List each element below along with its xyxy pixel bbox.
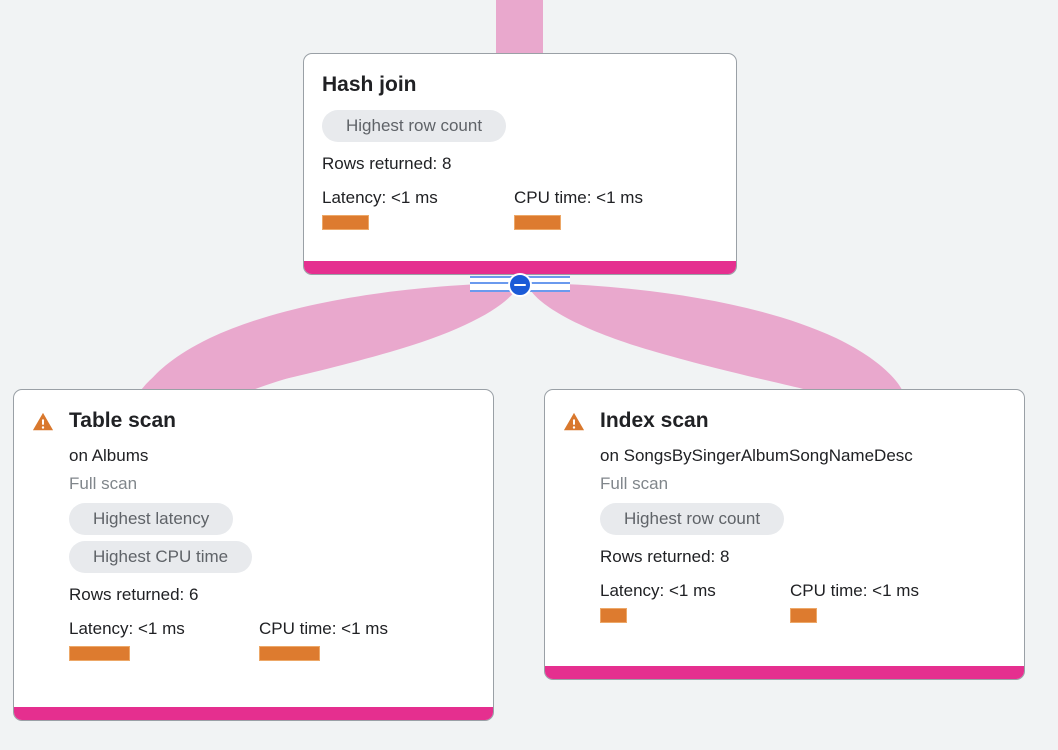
metric-cpu-time: CPU time: <1 ms <box>259 618 388 661</box>
metric-cpu-time: CPU time: <1 ms <box>514 187 643 230</box>
node-metrics: Latency: <1 ms CPU time: <1 ms <box>600 580 919 623</box>
edge-to-table-scan-outer <box>143 283 517 392</box>
warning-triangle-icon <box>32 412 54 431</box>
metric-latency: Latency: <1 ms <box>69 618 259 661</box>
node-header: Hash join <box>322 72 718 98</box>
rows-returned-label: Rows returned: 8 <box>600 547 730 566</box>
node-body: Hash join Highest row count Rows returne… <box>304 54 736 236</box>
edge-to-index-scan <box>529 283 903 392</box>
rows-returned-label: Rows returned: 8 <box>322 154 452 173</box>
metric-cpu-time: CPU time: <1 ms <box>790 580 919 623</box>
edge-to-table-scan-body <box>140 283 515 392</box>
metric-latency: Latency: <1 ms <box>322 187 514 230</box>
node-scan-type: Full scan <box>69 474 138 493</box>
node-title: Hash join <box>322 73 417 96</box>
node-title: Index scan <box>600 409 709 432</box>
node-metrics: Latency: <1 ms CPU time: <1 ms <box>69 618 388 661</box>
rows-returned-label: Rows returned: 6 <box>69 585 199 604</box>
metric-latency-label: Latency: <1 ms <box>69 619 185 638</box>
node-chips: Highest latency Highest CPU time <box>69 503 388 573</box>
edge-to-table-scan <box>150 283 508 392</box>
node-header: Table scan on Albums Full scan Highest l… <box>32 408 475 661</box>
chip-highest-cpu-time: Highest CPU time <box>69 541 253 573</box>
metric-latency: Latency: <1 ms <box>600 580 790 623</box>
metric-cpu-time-bar <box>514 215 561 230</box>
node-header: Index scan on SongsBySingerAlbumSongName… <box>563 408 1006 623</box>
metric-latency-bar <box>69 646 130 661</box>
node-subtitle: on SongsBySingerAlbumSongNameDesc <box>600 446 913 465</box>
chip-highest-latency: Highest latency <box>69 503 234 535</box>
node-title: Table scan <box>69 409 176 432</box>
chip-highest-row-count: Highest row count <box>322 110 507 142</box>
metric-cpu-time-label: CPU time: <1 ms <box>259 619 388 638</box>
minus-icon <box>514 283 526 287</box>
metric-latency-bar <box>322 215 369 230</box>
metric-cpu-time-bar <box>790 608 817 623</box>
metric-cpu-time-label: CPU time: <1 ms <box>790 581 919 600</box>
node-scan-type: Full scan <box>600 474 669 493</box>
collapse-children-toggle[interactable] <box>508 273 532 297</box>
node-hash-join[interactable]: Hash join Highest row count Rows returne… <box>303 53 737 275</box>
node-chips: Highest row count <box>322 110 718 142</box>
node-subtitle: on Albums <box>69 446 149 465</box>
edge-incoming <box>496 0 543 53</box>
node-metrics: Latency: <1 ms CPU time: <1 ms <box>322 187 718 230</box>
node-body: Table scan on Albums Full scan Highest l… <box>14 390 493 667</box>
node-accent-bar <box>14 707 493 720</box>
node-table-scan[interactable]: Table scan on Albums Full scan Highest l… <box>13 389 494 721</box>
warning-triangle-icon <box>563 412 585 431</box>
collapse-handle <box>470 273 570 297</box>
chip-highest-row-count: Highest row count <box>600 503 785 535</box>
metric-cpu-time-bar <box>259 646 320 661</box>
metric-latency-label: Latency: <1 ms <box>322 188 438 207</box>
node-accent-bar <box>304 261 736 274</box>
node-accent-bar <box>545 666 1024 679</box>
metric-cpu-time-label: CPU time: <1 ms <box>514 188 643 207</box>
node-index-scan[interactable]: Index scan on SongsBySingerAlbumSongName… <box>544 389 1025 680</box>
metric-latency-label: Latency: <1 ms <box>600 581 716 600</box>
node-chips: Highest row count <box>600 503 919 535</box>
node-body: Index scan on SongsBySingerAlbumSongName… <box>545 390 1024 629</box>
metric-latency-bar <box>600 608 627 623</box>
